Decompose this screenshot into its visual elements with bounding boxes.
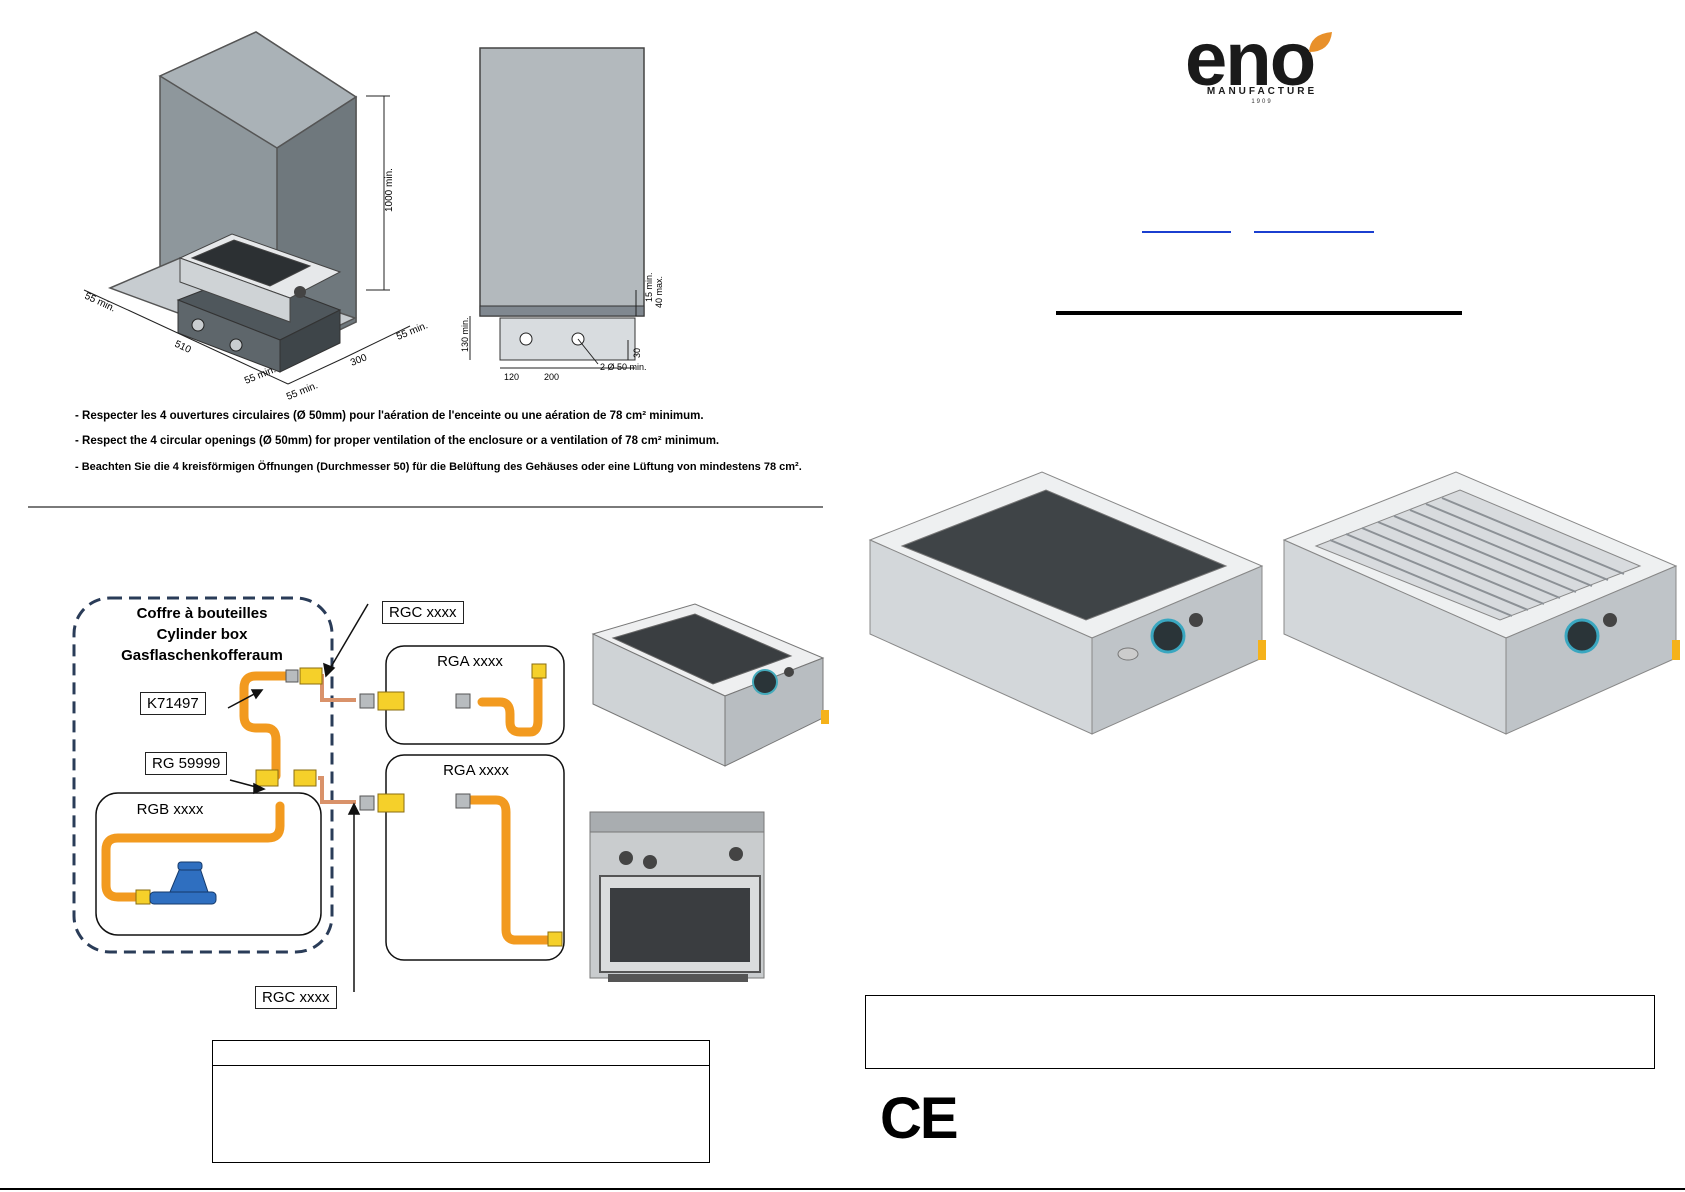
rgc-bottom-callout: RGC xxxx [255, 986, 337, 1009]
cooktop-small-image [591, 603, 829, 767]
link-underline-2[interactable] [1254, 231, 1374, 233]
cooktop-edge [479, 305, 645, 317]
dim-hole-offset: 30 [632, 348, 642, 358]
section-divider [28, 506, 823, 508]
dim-top-gap-min: 15 min. [644, 272, 654, 302]
dim-holes: 2 Ø 50 min. [600, 362, 647, 372]
info-box [865, 995, 1655, 1069]
nuts [285, 669, 471, 811]
dimension-lines [83, 95, 411, 385]
page-bottom-rule [0, 1188, 1685, 1190]
vent-hole-1 [191, 318, 205, 332]
dim-hole-spacing-2: 200 [544, 372, 559, 382]
rgb-box [95, 792, 322, 936]
cylinder-box-title-en: Cylinder box [157, 626, 249, 643]
gas-connection-diagram: Coffre à bouteilles Cylinder box Gasflas… [72, 596, 565, 992]
hoses [101, 671, 557, 945]
eno-logo: eno [1185, 17, 1316, 102]
cabinet-front-view [479, 47, 645, 317]
elevation-dimension-lines [469, 290, 637, 369]
regulator [149, 861, 217, 905]
base-box-side [279, 309, 341, 373]
ce-mark: CE [880, 1086, 959, 1151]
title-rule [1056, 311, 1462, 315]
grill-bars [1329, 497, 1625, 617]
k71497-callout: K71497 [140, 692, 206, 715]
cabinet-isometric-drawing: 1000 min. 55 min. 510 55 min. 55 min. 30… [83, 31, 430, 400]
notice-box-header-rule [213, 1065, 709, 1066]
dim-side-min: 55 min. [243, 364, 278, 386]
dim-depth-min-left: 55 min. [83, 291, 117, 315]
copper-pipes [318, 674, 356, 804]
rga-top-label: RGA xxxx [437, 653, 503, 670]
rgc-top-callout: RGC xxxx [382, 601, 464, 624]
front-elevation-drawing: 130 min. 15 min. 40 max. 30 120 200 2 Ø … [460, 47, 664, 382]
dim-height-min: 1000 min. [384, 168, 395, 212]
cooktop-knob [294, 286, 306, 298]
cooktop-front [179, 257, 291, 323]
note-en: - Respect the 4 circular openings (Ø 50m… [75, 435, 720, 447]
dim-right-min: 55 min. [395, 320, 430, 342]
left-page: 1000 min. 55 min. 510 55 min. 55 min. 30… [0, 0, 842, 1192]
rga-bottom-label: RGA xxxx [443, 762, 509, 779]
cooktop-pan-image [868, 471, 1266, 735]
rg59999-callout: RG 59999 [145, 752, 228, 775]
hole-left [519, 332, 533, 346]
notice-box [212, 1040, 710, 1163]
rgb-label: RGB xxxx [137, 801, 204, 818]
link-underline-1[interactable] [1142, 231, 1231, 233]
cylinder-box-title-de: Gasflaschenkofferaum [121, 647, 283, 664]
note-fr: - Respecter les 4 ouvertures circulaires… [75, 410, 704, 422]
arrows [227, 603, 369, 992]
note-de: - Beachten Sie die 4 kreisförmigen Öffnu… [75, 461, 802, 473]
cooktop-pan [190, 239, 312, 287]
cylinder-box-title-fr: Coffre à bouteilles [137, 605, 268, 622]
oven-image [589, 811, 765, 982]
vent-hole-2 [229, 338, 243, 352]
cooktop-grill-image [1282, 471, 1680, 735]
fittings [135, 663, 563, 947]
logo-year: 1909 [1251, 99, 1273, 105]
cylinder-box-outline [72, 596, 334, 954]
dim-hole-spacing-1: 120 [504, 372, 519, 382]
dim-width: 510 [173, 339, 193, 356]
dim-top-gap-max: 40 max. [654, 276, 664, 308]
leaf-icon [1309, 32, 1332, 52]
rga-bottom-box [385, 754, 565, 961]
logo-manufacture: MANUFACTURE [1206, 86, 1318, 97]
dim-base-height: 130 min. [460, 317, 470, 352]
